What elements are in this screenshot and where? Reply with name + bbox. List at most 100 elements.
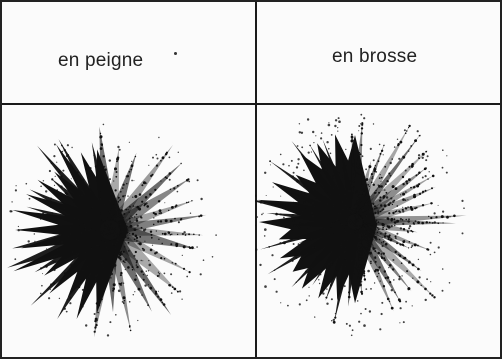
brush-speckle xyxy=(280,302,281,303)
comb-stipple xyxy=(186,202,188,204)
comb-speckle xyxy=(95,274,98,277)
comb-speckle xyxy=(101,189,103,191)
brush-speckle xyxy=(312,189,314,191)
brush-speckle xyxy=(430,281,431,282)
comb-speckle xyxy=(158,239,160,241)
brush-stipple xyxy=(359,284,362,287)
comb-stipple xyxy=(171,206,174,209)
comb-speckle xyxy=(83,242,85,244)
comb-stipple xyxy=(119,223,121,225)
brush-stipple xyxy=(373,184,375,186)
brush-stipple xyxy=(424,288,427,291)
brush-speckle xyxy=(280,196,281,197)
brush-speckle xyxy=(307,118,309,120)
brush-speckle xyxy=(401,275,402,276)
comb-speckle xyxy=(122,301,124,303)
brush-speckle xyxy=(337,190,339,192)
comb-stipple xyxy=(112,265,114,267)
comb-speckle xyxy=(61,196,62,197)
comb-stipple xyxy=(183,268,185,270)
comb-stipple xyxy=(77,171,79,173)
brush-stipple xyxy=(405,132,407,134)
brush-speckle xyxy=(377,212,379,214)
brush-stipple xyxy=(333,205,335,207)
brush-speckle xyxy=(360,313,362,315)
comb-speckle xyxy=(29,198,31,200)
brush-speckle xyxy=(381,313,383,315)
brush-speckle xyxy=(261,214,263,216)
brush-speckle xyxy=(370,202,372,204)
comb-speckle xyxy=(40,186,42,188)
comb-stipple xyxy=(141,227,143,229)
brush-speckle xyxy=(374,282,375,283)
brush-speckle xyxy=(314,249,316,251)
brush-stipple xyxy=(399,244,400,245)
brush-speckle xyxy=(313,142,314,143)
comb-stipple xyxy=(165,219,168,222)
comb-stipple xyxy=(157,296,159,298)
brush-stipple xyxy=(275,213,278,216)
comb-speckle xyxy=(129,301,131,303)
label-en-brosse: en brosse xyxy=(332,46,417,68)
brush-stipple xyxy=(344,193,346,195)
brush-speckle xyxy=(335,313,336,314)
brush-speckle xyxy=(439,232,440,233)
comb-stipple xyxy=(180,218,182,220)
brush-stipple xyxy=(358,157,360,159)
brush-speckle xyxy=(328,122,329,123)
brush-stipple xyxy=(425,190,427,192)
comb-stipple xyxy=(114,205,115,206)
brush-stipple xyxy=(380,253,382,255)
brush-stipple xyxy=(402,219,404,221)
comb-speckle xyxy=(103,124,105,126)
brush-stipple xyxy=(351,136,354,139)
brush-speckle xyxy=(355,267,356,268)
brush-stipple xyxy=(312,247,314,249)
comb-speckle xyxy=(56,162,57,163)
brush-speckle xyxy=(462,232,464,234)
comb-speckle xyxy=(105,276,106,277)
comb-speckle xyxy=(126,233,128,235)
comb-stipple xyxy=(115,176,117,178)
brush-speckle xyxy=(293,219,295,221)
comb-speckle xyxy=(59,298,60,299)
comb-stipple xyxy=(162,243,163,244)
brush-speckle xyxy=(380,280,381,281)
brush-speckle xyxy=(333,204,335,206)
brush-speckle xyxy=(434,212,436,214)
brush-speckle xyxy=(320,274,321,275)
comb-speckle xyxy=(112,229,113,230)
comb-speckle xyxy=(158,291,159,292)
brush-speckle xyxy=(297,163,299,165)
brush-speckle xyxy=(334,221,335,222)
brush-stipple xyxy=(301,236,304,239)
brush-speckle xyxy=(321,151,322,152)
brush-speckle xyxy=(320,137,322,139)
comb-stipple xyxy=(163,303,166,306)
comb-speckle xyxy=(53,269,55,271)
brush-stipple xyxy=(392,204,393,205)
brush-speckle xyxy=(309,295,310,296)
comb-stipple xyxy=(70,264,73,267)
comb-speckle xyxy=(56,189,58,191)
comb-stipple xyxy=(129,225,132,228)
comb-speckle xyxy=(106,219,108,221)
comb-speckle xyxy=(66,311,68,313)
brush-speckle xyxy=(326,141,328,143)
comb-speckle xyxy=(115,230,118,233)
comb-speckle xyxy=(100,213,102,215)
brush-speckle xyxy=(415,220,417,222)
brush-stipple xyxy=(383,145,384,146)
comb-speckle xyxy=(49,170,51,172)
brush-speckle xyxy=(407,206,409,208)
brush-speckle xyxy=(337,127,338,128)
brush-speckle xyxy=(346,182,348,184)
comb-stipple xyxy=(175,263,177,265)
comb-speckle xyxy=(80,249,82,251)
brush-speckle xyxy=(338,117,340,119)
comb-stipple xyxy=(64,272,66,274)
comb-speckle xyxy=(118,226,119,227)
brush-stipple xyxy=(428,216,429,217)
brush-stipple xyxy=(446,216,449,219)
brush-stipple xyxy=(453,215,456,218)
